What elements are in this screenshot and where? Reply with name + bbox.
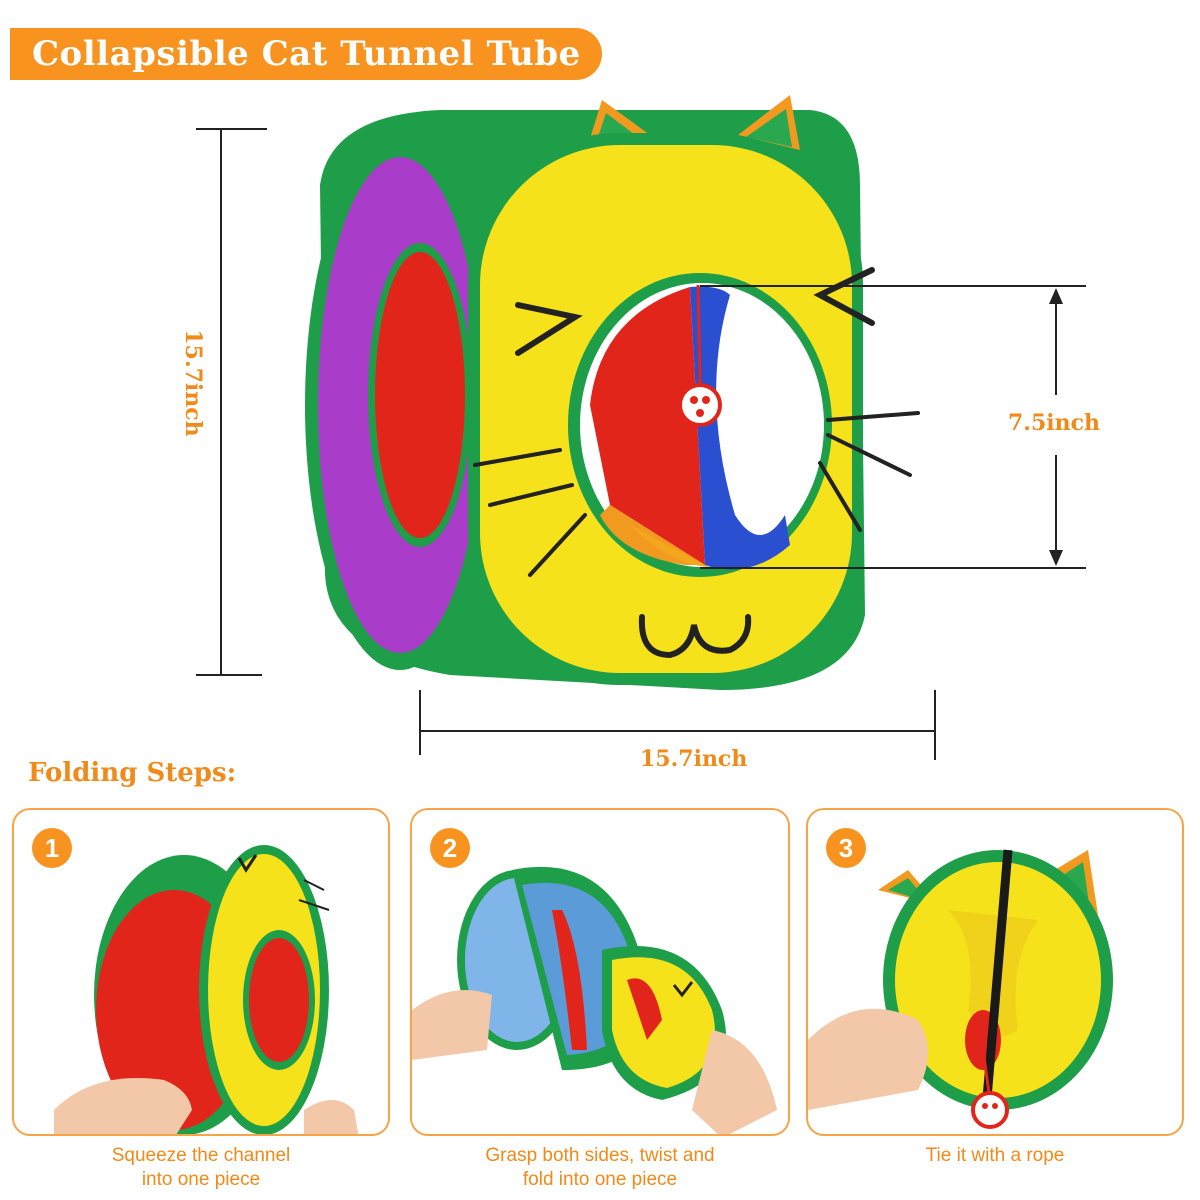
step-2-number: 2 xyxy=(430,828,470,868)
step-2-caption: Grasp both sides, twist and fold into on… xyxy=(410,1144,790,1192)
step-3-card: 3 xyxy=(806,808,1184,1136)
step-1-photo xyxy=(54,845,359,1134)
step-2-caption-line1: Grasp both sides, twist and xyxy=(485,1145,715,1166)
step-1-caption-line2: into one piece xyxy=(141,1169,261,1190)
dimension-lines xyxy=(196,128,1086,760)
step-2-caption-line2: fold into one piece xyxy=(522,1169,678,1190)
folding-steps-title: Folding Steps: xyxy=(28,758,237,788)
step-2-photo xyxy=(412,866,777,1134)
cat-tunnel-illustration xyxy=(305,95,920,690)
step-1-card: 1 xyxy=(12,808,390,1136)
step-3-caption: Tie it with a rope xyxy=(806,1144,1184,1168)
bell-toy xyxy=(678,383,722,427)
step-3-caption-line1: Tie it with a rope xyxy=(925,1145,1065,1166)
title-banner: Collapsible Cat Tunnel Tube xyxy=(10,28,602,80)
step-1-caption: Squeeze the channel into one piece xyxy=(12,1144,390,1192)
step-3-photo xyxy=(808,849,1113,1129)
step-3-number: 3 xyxy=(826,828,866,868)
width-dimension-label: 15.7inch xyxy=(640,746,748,772)
height-dimension-label: 15.7inch xyxy=(180,329,206,437)
page-title: Collapsible Cat Tunnel Tube xyxy=(32,34,581,74)
hole-dimension-label: 7.5inch xyxy=(1008,410,1101,436)
step-2-card: 2 xyxy=(410,808,790,1136)
step-1-caption-line1: Squeeze the channel xyxy=(111,1145,291,1166)
step-1-number: 1 xyxy=(32,828,72,868)
